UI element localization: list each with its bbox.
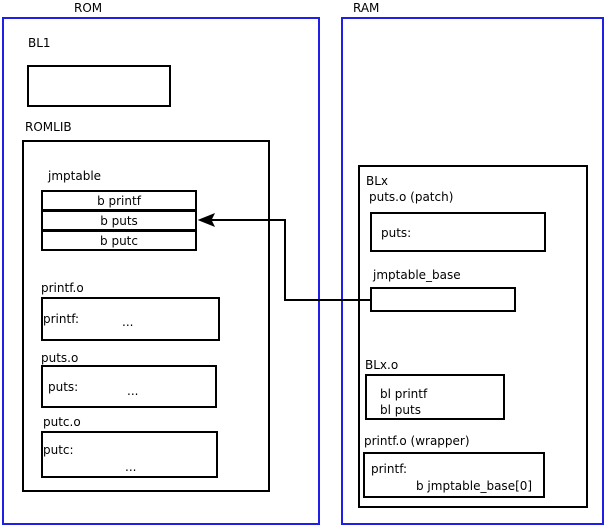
bl1-label: BL1 [28, 36, 51, 50]
jmptable-base-box [370, 287, 516, 312]
puts-patch-symbol: puts: [381, 226, 412, 240]
bl1-box [27, 65, 171, 107]
jmptable-base-label: jmptable_base [373, 268, 461, 282]
rom-region-title: ROM [74, 1, 103, 15]
blx-box [358, 165, 588, 508]
jmptable-entry-2: b putc [41, 230, 197, 251]
printf-wrapper-branch: b jmptable_base[0] [416, 479, 533, 493]
printf-o-label: printf.o [41, 281, 84, 295]
puts-patch-box [370, 212, 546, 252]
putc-o-body: ... [125, 460, 137, 474]
blx-o-label: BLx.o [365, 358, 399, 372]
putc-o-box [41, 431, 218, 478]
romlib-label: ROMLIB [25, 120, 72, 134]
printf-wrapper-symbol: printf: [371, 462, 408, 476]
printf-o-symbol: printf: [43, 312, 80, 326]
printf-o-body: ... [122, 315, 134, 329]
jmptable-entry-1: b puts [41, 210, 197, 231]
puts-patch-label: puts.o (patch) [369, 190, 454, 204]
jmptable-label: jmptable [48, 169, 102, 183]
putc-o-label: putc.o [43, 415, 81, 429]
blx-o-line-1: bl puts [380, 403, 421, 417]
puts-o-box [41, 365, 217, 408]
printf-o-box [41, 297, 220, 341]
romlib-box [22, 140, 270, 492]
blx-label: BLx [366, 174, 389, 188]
puts-o-symbol: puts: [48, 380, 79, 394]
printf-wrapper-box [363, 452, 545, 498]
jmptable-entry-0: b printf [41, 190, 197, 211]
ram-region-title: RAM [353, 1, 380, 15]
blx-o-line-0: bl printf [380, 387, 428, 401]
blx-o-box [365, 374, 505, 420]
puts-o-label: puts.o [41, 351, 79, 365]
puts-o-body: ... [127, 384, 139, 398]
printf-wrapper-label: printf.o (wrapper) [364, 434, 470, 448]
putc-o-symbol: putc: [43, 443, 74, 457]
